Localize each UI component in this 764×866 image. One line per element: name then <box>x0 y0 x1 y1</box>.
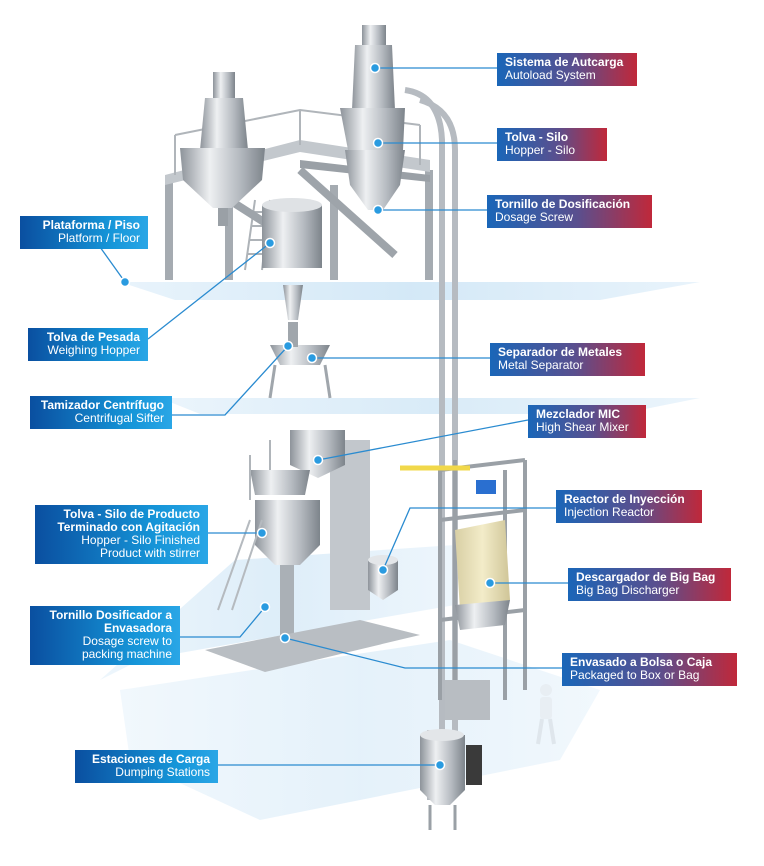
label-packaged-es: Envasado a Bolsa o Caja <box>570 655 713 669</box>
label-sifter-en: Centrifugal Sifter <box>74 411 164 425</box>
label-metal-separator: Separador de Metales Metal Separator <box>490 343 645 376</box>
label-finished-product-silo: Tolva - Silo de Producto Terminado con A… <box>35 505 208 564</box>
label-packscrew-es: Tornillo Dosificador a Envasadora <box>49 608 172 635</box>
label-hopper-en: Hopper - Silo <box>505 143 576 157</box>
label-finished-es: Tolva - Silo de Producto Terminado con A… <box>57 507 200 534</box>
label-autoload-en: Autoload System <box>505 68 596 82</box>
sifter-metal-separator <box>268 285 332 399</box>
label-weighing-es: Tolva de Pesada <box>46 330 140 344</box>
label-metal-es: Separador de Metales <box>498 345 623 359</box>
label-reactor-en: Injection Reactor <box>564 505 655 519</box>
label-metal-en: Metal Separator <box>498 358 584 372</box>
label-autoload-es: Sistema de Autcarga <box>505 55 624 69</box>
label-reactor-es: Reactor de Inyección <box>564 492 685 506</box>
weighing-hopper <box>262 198 322 268</box>
label-dosage-screw: Tornillo de Dosificación Dosage Screw <box>487 195 652 228</box>
label-big-bag-discharger: Descargador de Big Bag Big Bag Discharge… <box>568 568 731 601</box>
operator-figure <box>536 684 556 745</box>
label-dosage-en: Dosage Screw <box>495 210 574 224</box>
big-bag <box>455 520 510 630</box>
label-packaged-box-bag: Envasado a Bolsa o Caja Packaged to Box … <box>562 653 737 686</box>
label-dumping-es: Estaciones de Carga <box>91 752 210 766</box>
label-hopper-silo: Tolva - Silo Hopper - Silo <box>497 128 607 161</box>
label-hopper-es: Tolva - Silo <box>505 130 569 144</box>
label-dumping-stations: Estaciones de Carga Dumping Stations <box>75 750 218 783</box>
label-injection-reactor: Reactor de Inyección Injection Reactor <box>556 490 702 523</box>
label-mixer-en: High Shear Mixer <box>536 420 629 434</box>
leader-lines <box>94 67 568 766</box>
label-sifter-es: Tamizador Centrífugo <box>40 398 164 412</box>
right-silo <box>340 25 405 210</box>
label-packing-screw: Tornillo Dosificador a Envasadora Dosage… <box>30 606 180 665</box>
label-dumping-en: Dumping Stations <box>115 765 210 779</box>
label-weighing-en: Weighing Hopper <box>47 343 140 357</box>
label-platform-en: Platform / Floor <box>57 231 140 245</box>
label-bigbag-en: Big Bag Discharger <box>576 583 680 597</box>
label-dosage-es: Tornillo de Dosificación <box>495 197 631 211</box>
label-packscrew-en: Dosage screw to packing machine <box>81 634 172 661</box>
label-bigbag-es: Descargador de Big Bag <box>576 570 716 584</box>
label-weighing-hopper: Tolva de Pesada Weighing Hopper <box>28 328 148 361</box>
label-platform-es: Plataforma / Piso <box>42 218 140 232</box>
label-centrifugal-sifter: Tamizador Centrífugo Centrifugal Sifter <box>30 396 172 429</box>
label-packaged-en: Packaged to Box or Bag <box>570 668 700 682</box>
label-mixer-es: Mezclador MIC <box>536 407 621 421</box>
dumping-station <box>420 680 490 830</box>
label-autoload-system: Sistema de Autcarga Autoload System <box>497 53 637 86</box>
leader-endpoints <box>119 62 496 771</box>
mixer-assembly <box>205 430 420 672</box>
label-high-shear-mixer: Mezclador MIC High Shear Mixer <box>528 405 646 438</box>
left-silo <box>180 72 265 226</box>
injection-reactor <box>368 555 398 600</box>
big-bag-frame <box>400 458 527 700</box>
label-finished-en: Hopper - Silo Finished Product with stir… <box>81 533 200 560</box>
label-platform-floor: Plataforma / Piso Platform / Floor <box>20 216 148 249</box>
